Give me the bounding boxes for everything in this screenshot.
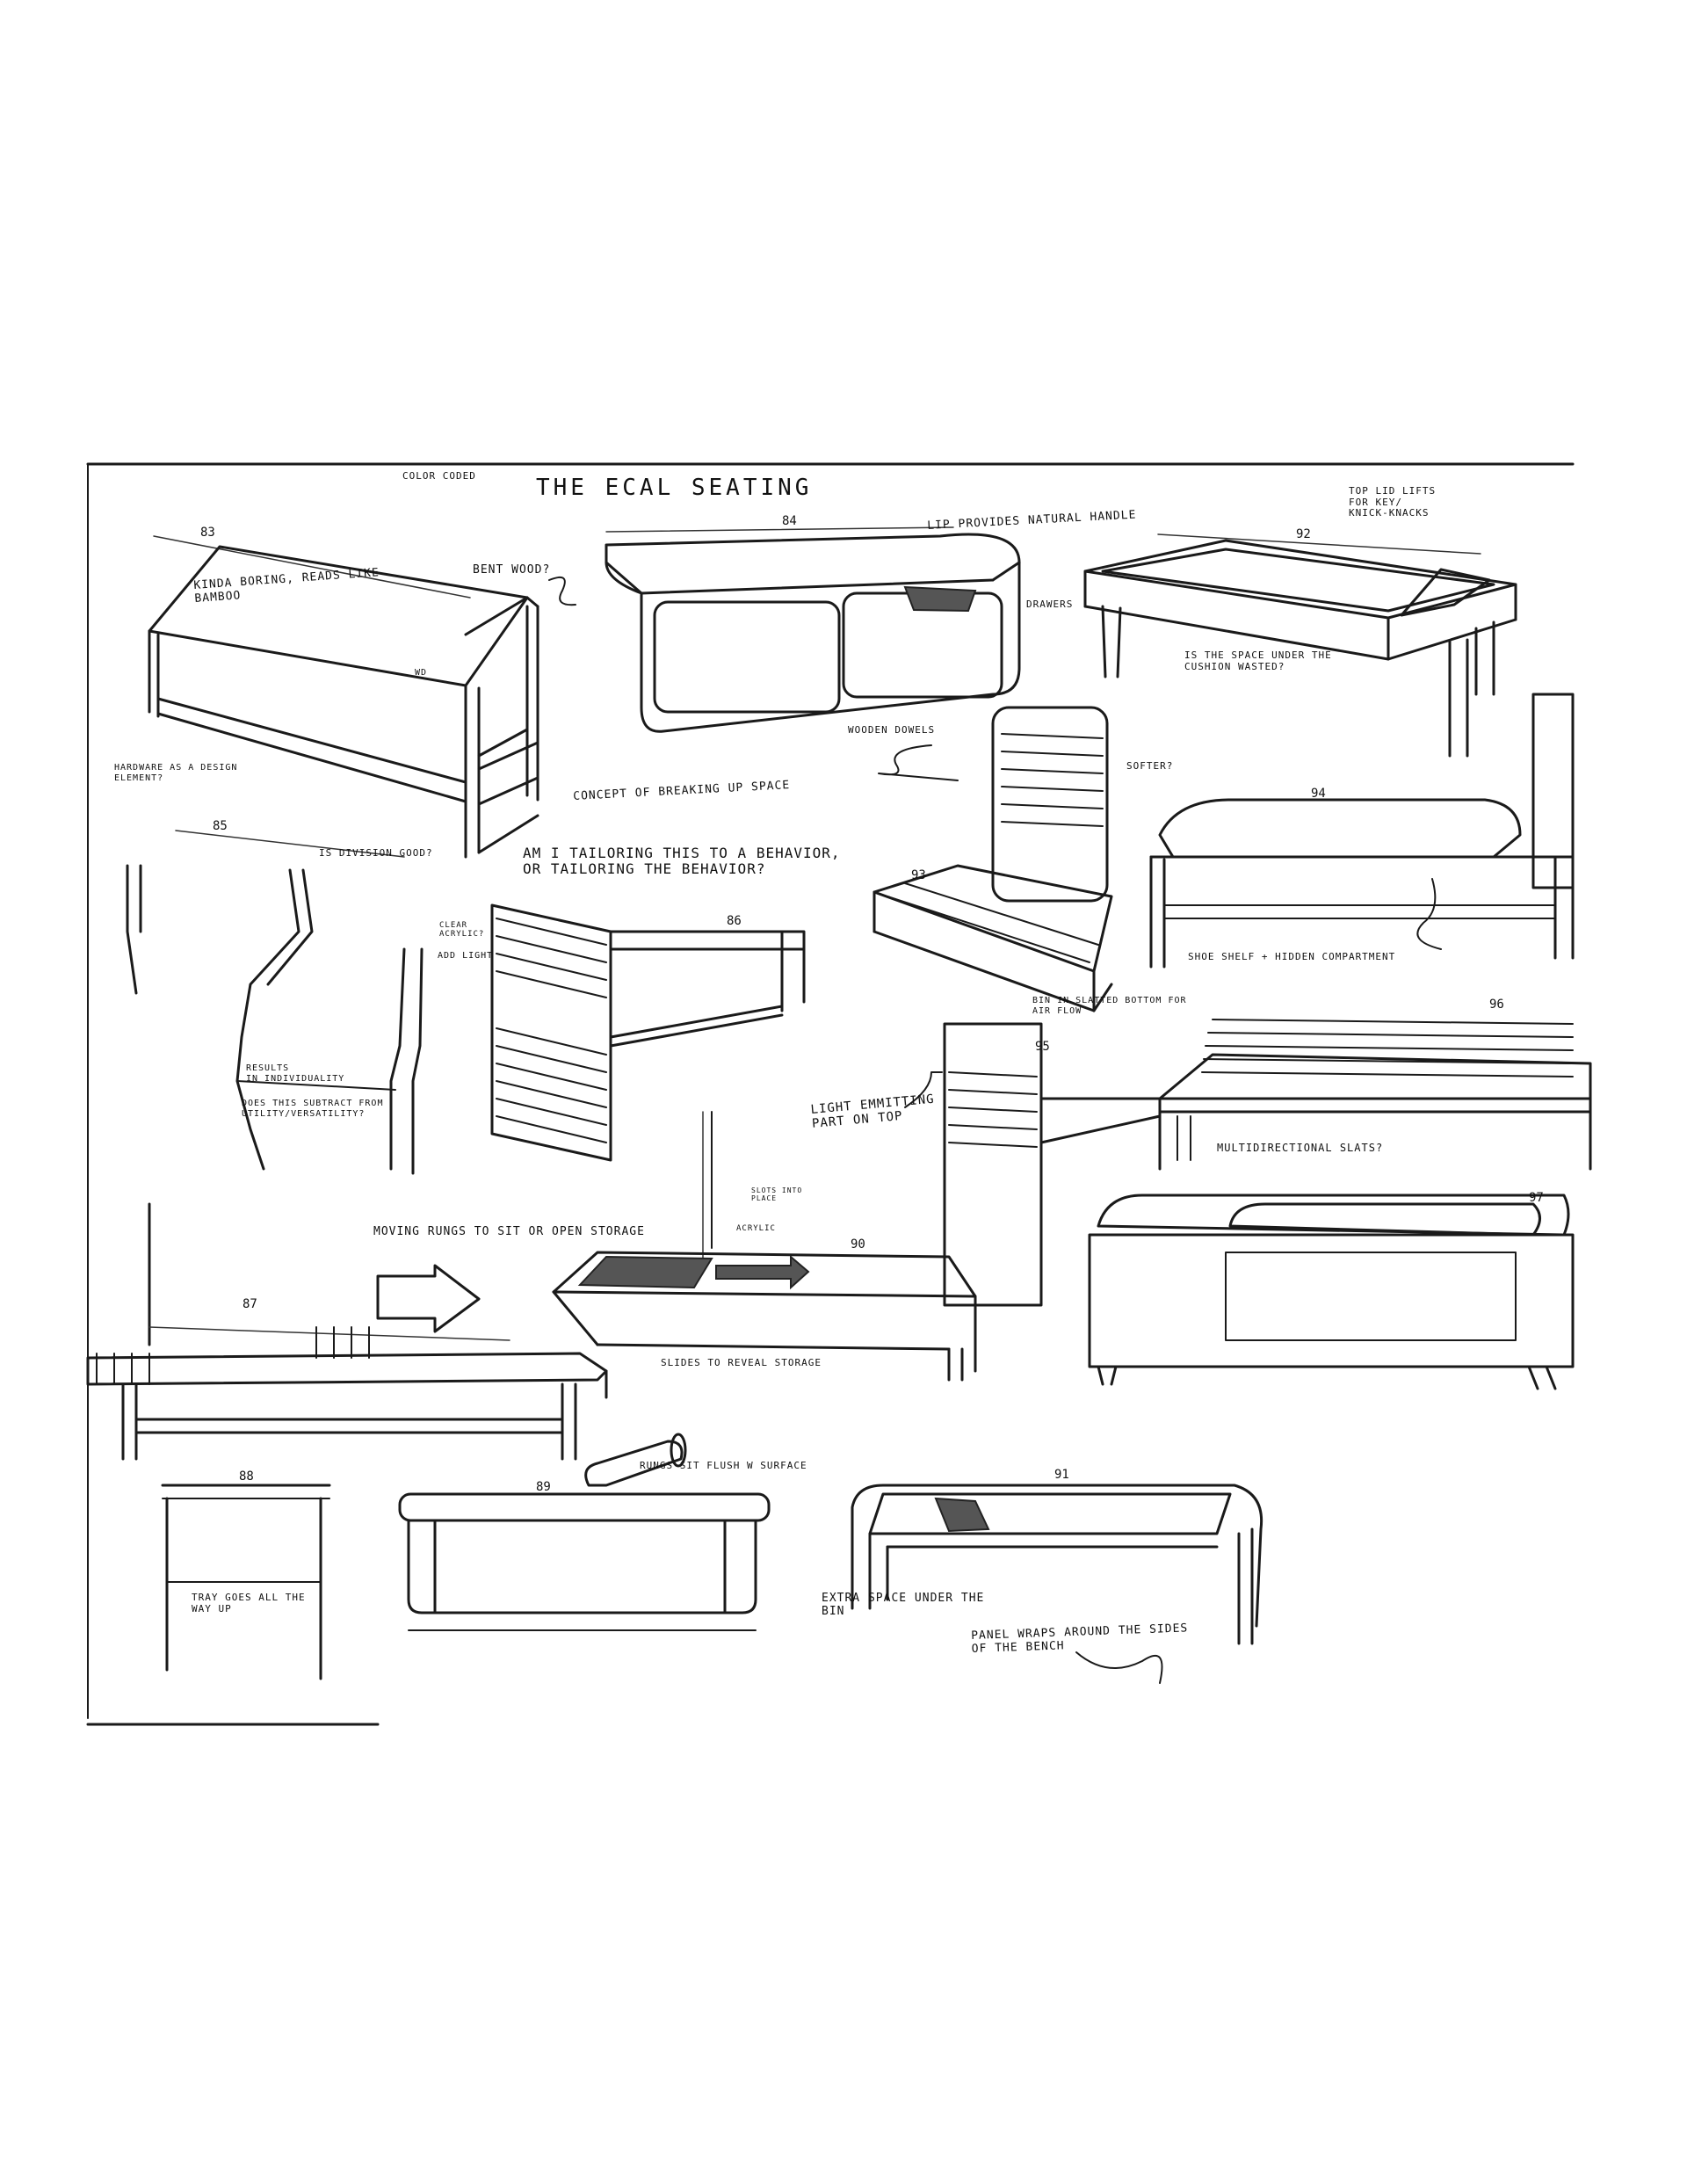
dim-97: 97 bbox=[1529, 1191, 1544, 1205]
bench-94-cushion-sketch bbox=[1149, 693, 1575, 969]
note-division-good: IS DIVISION GOOD? bbox=[319, 847, 433, 859]
note-does-this-subtract: DOES THIS SUBTRACT FROM UTILITY/VERSATIL… bbox=[242, 1099, 384, 1119]
panel-wraps-leader bbox=[1075, 1651, 1163, 1684]
note-drawers: DRAWERS bbox=[1026, 599, 1074, 610]
bench-87-rungs-sketch bbox=[86, 1202, 608, 1461]
dim-92: 92 bbox=[1296, 527, 1311, 541]
note-bent-wood: BENT WOOD? bbox=[473, 563, 551, 577]
note-multidirectional: MULTIDIRECTIONAL SLATS? bbox=[1217, 1142, 1384, 1154]
dim-91: 91 bbox=[1054, 1468, 1069, 1482]
dim-96: 96 bbox=[1489, 998, 1504, 1012]
dim-84: 84 bbox=[782, 514, 797, 528]
note-slides-reveal: SLIDES TO REVEAL STORAGE bbox=[661, 1357, 822, 1368]
page-title: THE ECAL SEATING bbox=[536, 475, 813, 501]
dim-93: 93 bbox=[911, 868, 926, 882]
bench-92-sketch bbox=[1083, 533, 1517, 758]
dim-94: 94 bbox=[1311, 787, 1326, 801]
dim-87: 87 bbox=[243, 1297, 257, 1311]
light-leader bbox=[904, 1071, 943, 1108]
bench-89-elevation-sketch bbox=[398, 1492, 771, 1631]
note-add-light: ADD LIGHT bbox=[438, 951, 494, 961]
note-moving-rungs: MOVING RUNGS TO SIT OR OPEN STORAGE bbox=[373, 1225, 645, 1238]
bench-88-elevation-sketch bbox=[161, 1484, 331, 1680]
note-wooden-dowels: WOODEN DOWELS bbox=[848, 724, 936, 736]
note-tailoring: AM I TAILORING THIS TO A BEHAVIOR, OR TA… bbox=[523, 845, 841, 878]
chair-85-sketch bbox=[126, 830, 424, 1175]
note-clear-acrylic: CLEAR ACRYLIC? bbox=[439, 921, 485, 940]
bench-91-sketch bbox=[851, 1484, 1263, 1645]
note-bin-slatted: BIN IN SLATTED BOTTOM FOR AIR FLOW bbox=[1032, 996, 1187, 1016]
cabinet-84-sketch bbox=[605, 526, 1021, 733]
note-softer: SOFTER? bbox=[1126, 760, 1174, 772]
bench-93-dowel-back-sketch bbox=[872, 706, 1113, 1012]
note-hardware: HARDWARE AS A DESIGN ELEMENT? bbox=[114, 763, 238, 783]
note-top-lid: TOP LID LIFTS FOR KEY/ KNICK-KNACKS bbox=[1349, 485, 1437, 519]
note-rungs-flush: RUNGS SIT FLUSH W SURFACE bbox=[640, 1460, 807, 1471]
note-shoe-shelf: SHOE SHELF + HIDDEN COMPARTMENT bbox=[1188, 951, 1396, 962]
shoe-shelf-leader bbox=[1416, 878, 1442, 950]
dim-88: 88 bbox=[239, 1469, 254, 1484]
bench-90-slides-sketch bbox=[552, 1111, 977, 1382]
dim-90: 90 bbox=[851, 1237, 865, 1252]
bent-wood-leader bbox=[548, 577, 576, 606]
dim-83: 83 bbox=[200, 526, 215, 540]
bench-83-sketch bbox=[148, 535, 539, 859]
dim-89: 89 bbox=[536, 1480, 551, 1494]
rung-detail-sketch bbox=[584, 1433, 687, 1487]
note-results-individuality: RESULTS IN INDIVIDUALITY bbox=[246, 1063, 345, 1084]
header-small-text: COLOR CODED bbox=[402, 470, 476, 482]
note-wd: WD bbox=[415, 668, 428, 678]
bench-86-slats-sketch bbox=[490, 903, 806, 1162]
bench-95-light-sketch bbox=[943, 1022, 1162, 1307]
dim-85: 85 bbox=[213, 819, 228, 833]
wooden-dowels-leader bbox=[878, 744, 959, 781]
dim-95: 95 bbox=[1035, 1040, 1050, 1054]
note-space-under: IS THE SPACE UNDER THE CUSHION WASTED? bbox=[1184, 649, 1332, 672]
note-tray-goes: TRAY GOES ALL THE WAY UP bbox=[192, 1592, 306, 1614]
note-extra-space: EXTRA SPACE UNDER THE BIN bbox=[822, 1592, 985, 1618]
bench-97-sketch bbox=[1088, 1194, 1575, 1390]
bench-96-sketch bbox=[1158, 1019, 1592, 1171]
note-slots-into-place: SLOTS INTO PLACE bbox=[751, 1186, 803, 1203]
note-acrylic: ACRYLIC bbox=[736, 1224, 776, 1233]
dim-86: 86 bbox=[727, 914, 742, 928]
